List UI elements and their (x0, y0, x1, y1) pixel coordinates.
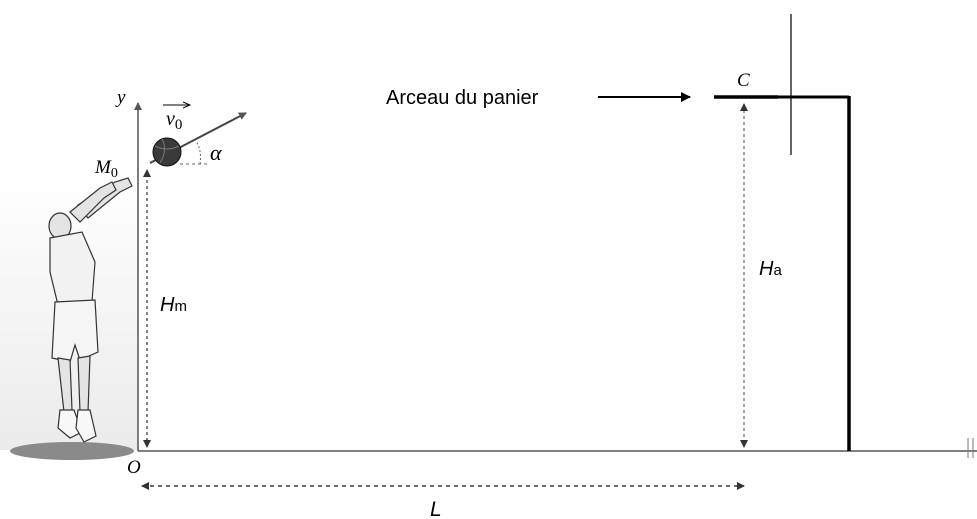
hoop-caption: Arceau du panier (386, 87, 539, 109)
player-shadow (10, 442, 134, 460)
svg-text:v0: v0 (166, 108, 182, 133)
shooter-height-label: Hm (160, 294, 187, 316)
basketball (152, 137, 182, 167)
ground-end-marks (967, 438, 974, 458)
basketball-player (48, 177, 133, 443)
angle-label: α (210, 140, 222, 165)
hoop-point-label: C (737, 70, 750, 91)
origin-label: O (127, 457, 141, 478)
distance-label: L (430, 498, 442, 519)
start-point-label: M0 (94, 157, 118, 181)
velocity-label: v0 (163, 105, 190, 133)
hoop-height-label: Ha (759, 258, 782, 280)
angle-arc (195, 140, 201, 165)
y-axis-label: y (115, 87, 126, 108)
